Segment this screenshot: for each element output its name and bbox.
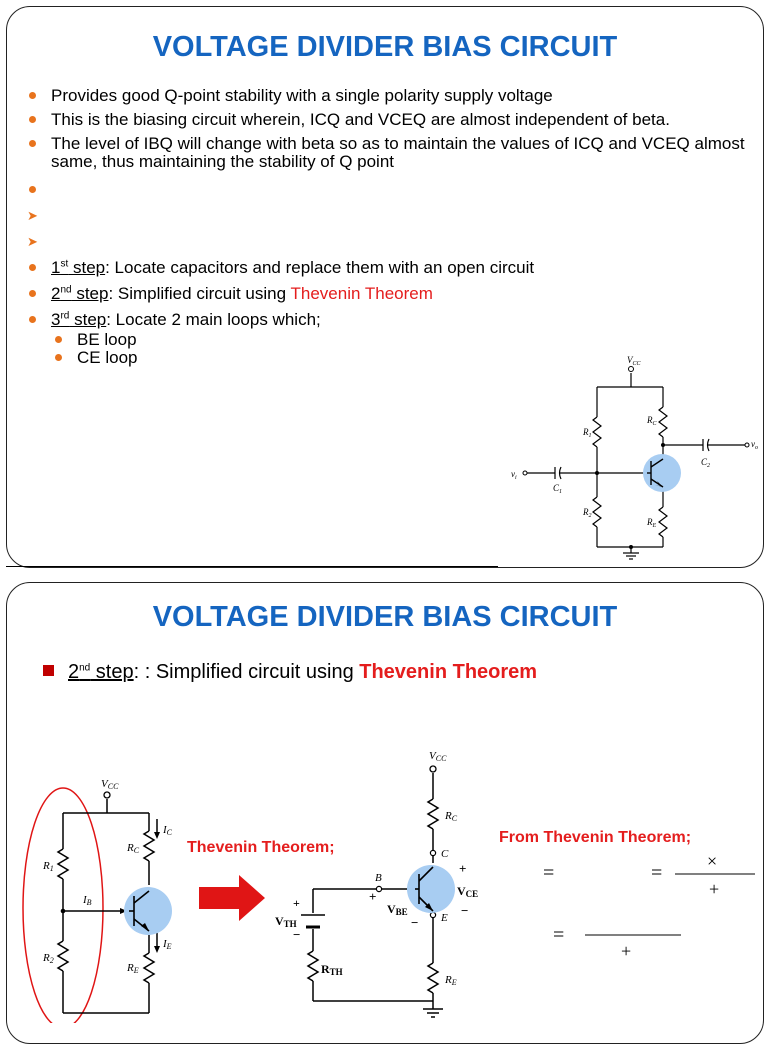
svg-text:VCC: VCC bbox=[627, 355, 642, 367]
thevenin-equations: = = × + = + bbox=[543, 851, 755, 961]
from-thevenin-label: From Thevenin Theorem; bbox=[499, 829, 692, 846]
svg-text:R2: R2 bbox=[582, 507, 592, 519]
svg-text:=: = bbox=[553, 924, 564, 946]
svg-text:IB: IB bbox=[82, 894, 92, 907]
slide-1: VOLTAGE DIVIDER BIAS CIRCUIT Provides go… bbox=[6, 6, 764, 568]
svg-text:×: × bbox=[707, 851, 717, 871]
svg-text:+: + bbox=[709, 879, 719, 899]
bullet-step-1: 1st step: Locate capacitors and replace … bbox=[25, 259, 745, 277]
svg-text:+: + bbox=[459, 861, 466, 876]
bullet-empty bbox=[25, 181, 745, 199]
svg-text:VCE: VCE bbox=[457, 884, 478, 899]
svg-text:RC: RC bbox=[444, 810, 458, 823]
slide-1-bullets: Provides good Q-point stability with a s… bbox=[25, 87, 745, 367]
svg-text:+: + bbox=[369, 889, 376, 904]
svg-text:RC: RC bbox=[646, 415, 658, 427]
transistor-icon bbox=[407, 865, 455, 913]
svg-text:vo: vo bbox=[751, 439, 758, 451]
svg-text:=: = bbox=[543, 862, 554, 884]
svg-text:VCC: VCC bbox=[429, 750, 447, 763]
right-arrow-icon bbox=[199, 875, 265, 921]
svg-text:vi: vi bbox=[511, 469, 517, 481]
thevenin-label: Thevenin Theorem; bbox=[187, 839, 335, 856]
svg-text:RTH: RTH bbox=[321, 962, 343, 977]
divider-line bbox=[6, 566, 498, 567]
svg-text:RC: RC bbox=[126, 842, 140, 855]
bullet-step-3: 3rd step: Locate 2 main loops which; BE … bbox=[25, 311, 745, 367]
loop-be: BE loop bbox=[51, 331, 745, 349]
arrow-bullet-empty-1 bbox=[25, 207, 745, 225]
transistor-icon bbox=[643, 454, 681, 492]
transistor-icon bbox=[124, 887, 172, 935]
svg-text:VTH: VTH bbox=[275, 914, 297, 929]
bullet-step-2: 2nd step: Simplified circuit using Theve… bbox=[25, 285, 745, 303]
svg-text:+: + bbox=[293, 896, 300, 910]
svg-text:RE: RE bbox=[444, 974, 457, 987]
slide-2: VOLTAGE DIVIDER BIAS CIRCUIT 2nd step: :… bbox=[6, 582, 764, 1044]
square-bullet-icon bbox=[43, 665, 54, 676]
slide-2-step-bullet: 2nd step: : Simplified circuit using The… bbox=[43, 661, 537, 684]
svg-text:VCC: VCC bbox=[101, 778, 119, 791]
red-highlight-ellipse bbox=[22, 787, 104, 1023]
loops-list: BE loop CE loop bbox=[51, 331, 745, 367]
svg-text:=: = bbox=[651, 862, 662, 884]
slide-1-title: VOLTAGE DIVIDER BIAS CIRCUIT bbox=[152, 31, 618, 63]
svg-text:−: − bbox=[461, 903, 468, 918]
arrow-bullet-empty-2 bbox=[25, 233, 745, 251]
svg-text:C1: C1 bbox=[553, 483, 562, 495]
loop-ce: CE loop bbox=[51, 349, 745, 367]
bullet-ibq-beta: The level of IBQ will change with beta s… bbox=[25, 135, 745, 171]
svg-text:C2: C2 bbox=[701, 457, 710, 469]
slide-2-title: VOLTAGE DIVIDER BIAS CIRCUIT bbox=[152, 601, 618, 633]
svg-text:R1: R1 bbox=[582, 427, 592, 439]
svg-text:E: E bbox=[440, 912, 448, 924]
svg-text:−: − bbox=[293, 927, 300, 942]
bullet-q-point-stability: Provides good Q-point stability with a s… bbox=[25, 87, 745, 105]
svg-text:−: − bbox=[411, 915, 418, 930]
svg-text:R2: R2 bbox=[42, 952, 54, 965]
svg-text:IC: IC bbox=[162, 824, 173, 837]
thevenin-equivalent-circuit: VCC RC RE C B E + VCE − + VBE − + VTH − … bbox=[275, 750, 478, 1018]
svg-text:RE: RE bbox=[646, 517, 657, 529]
bullet-biasing-circuit: This is the biasing circuit wherein, ICQ… bbox=[25, 111, 745, 129]
svg-text:IE: IE bbox=[162, 938, 172, 951]
left-voltage-divider-circuit: VCC R1 R2 RC RE IC IE IB bbox=[22, 778, 173, 1023]
svg-text:RE: RE bbox=[126, 962, 139, 975]
svg-text:C: C bbox=[441, 848, 449, 860]
voltage-divider-circuit-diagram: VCC R1 R2 RC RE C1 C2 vi vo bbox=[511, 355, 758, 560]
svg-text:B: B bbox=[375, 872, 382, 884]
svg-text:+: + bbox=[621, 941, 631, 961]
svg-text:R1: R1 bbox=[42, 860, 54, 873]
svg-text:VBE: VBE bbox=[387, 902, 408, 917]
